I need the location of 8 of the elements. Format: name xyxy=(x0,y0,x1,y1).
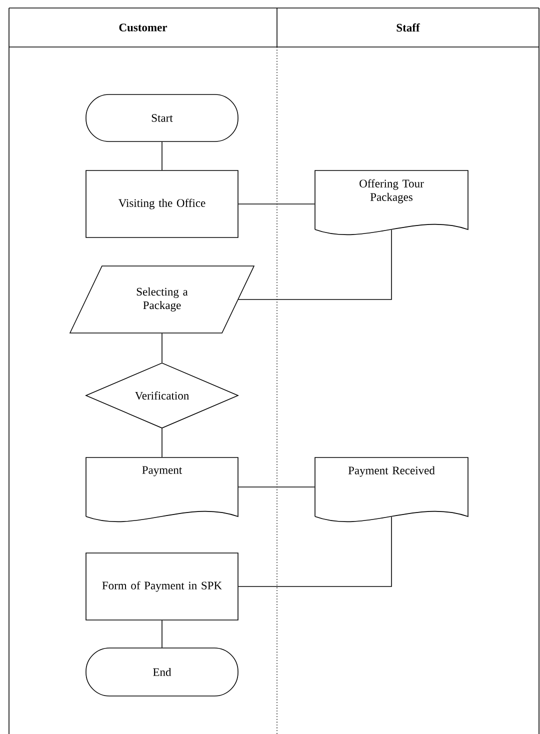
connector-line xyxy=(238,230,392,300)
document-shape: Payment xyxy=(86,457,238,522)
connector-line xyxy=(238,486,315,488)
process-box: Form of Payment in SPK xyxy=(86,552,238,620)
process-box: Visiting the Office xyxy=(86,170,238,238)
document-shape: Offering Tour Packages xyxy=(314,170,468,235)
connector-line xyxy=(238,516,392,587)
document-shape: Payment Received xyxy=(314,457,468,522)
